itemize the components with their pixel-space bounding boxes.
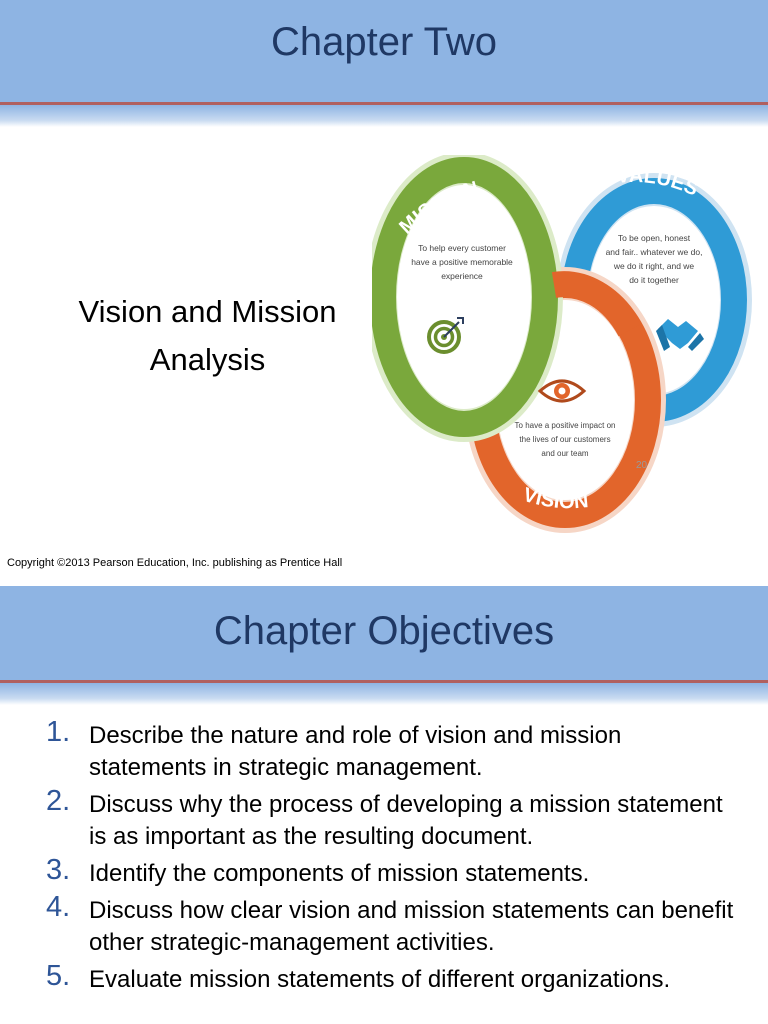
list-item-text: Identify the components of mission state… xyxy=(89,860,590,887)
values-text: To be open, honest and fair.. whatever w… xyxy=(606,233,703,285)
mission-text-line: experience xyxy=(441,271,483,281)
mission-text-line: To help every customer xyxy=(418,243,506,253)
target-icon xyxy=(427,317,464,354)
values-text-line: do it together xyxy=(629,275,679,285)
subtitle-line-1: Vision and Mission xyxy=(78,294,337,329)
handshake-icon xyxy=(656,319,704,351)
values-text-line: To be open, honest xyxy=(618,233,691,243)
title-band: Chapter Two xyxy=(0,0,768,104)
vision-ring-overlap xyxy=(551,271,642,337)
list-item-number: 2. xyxy=(46,785,71,817)
vision-text-line: and our team xyxy=(541,449,588,458)
list-item: 1. Describe the nature and role of visio… xyxy=(0,716,768,784)
list-item-number: 4. xyxy=(46,891,71,923)
title-divider xyxy=(0,680,768,683)
title-divider-shadow xyxy=(0,683,768,705)
slide-title: Chapter Objectives xyxy=(213,608,555,653)
slide-subtitle: Vision and Mission Analysis xyxy=(60,288,355,384)
list-item-text: Evaluate mission statements of different… xyxy=(89,966,671,993)
title-band: Chapter Objectives xyxy=(0,586,768,690)
list-item: 4. Discuss how clear vision and mission … xyxy=(0,891,768,959)
list-item: 2. Discuss why the process of developing… xyxy=(0,785,768,853)
subtitle-line-2: Analysis xyxy=(149,342,266,377)
list-item-number: 3. xyxy=(46,854,71,886)
slide-title: Chapter Two xyxy=(270,19,498,64)
values-text-line: and fair.. whatever we do, xyxy=(606,247,703,257)
list-item: 3. Identify the components of mission st… xyxy=(0,854,768,890)
list-item-number: 5. xyxy=(46,960,71,992)
title-divider-shadow xyxy=(0,105,768,127)
objectives-list: 1. Describe the nature and role of visio… xyxy=(0,716,768,1001)
mission-ring xyxy=(372,155,563,442)
list-item: 5. Evaluate mission statements of differ… xyxy=(0,960,768,996)
mission-text-line: have a positive memorable xyxy=(411,257,513,267)
copyright-notice: Copyright ©2013 Pearson Education, Inc. … xyxy=(7,557,343,569)
list-item-text: Describe the nature and role of vision a… xyxy=(89,722,622,781)
page-mark: 20 xyxy=(636,460,648,471)
vision-text-line: the lives of our customers xyxy=(519,435,610,444)
vision-text-line: To have a positive impact on xyxy=(515,421,616,430)
list-item-number: 1. xyxy=(46,716,71,748)
mission-text: To help every customer have a positive m… xyxy=(411,243,513,281)
values-text-line: we do it right, and we xyxy=(613,261,695,271)
slide-chapter-two: Chapter Two Vision and Mission Analysis xyxy=(0,0,768,569)
list-item-text: Discuss how clear vision and mission sta… xyxy=(89,897,734,956)
title-divider xyxy=(0,102,768,105)
slide-chapter-objectives: Chapter Objectives 1. Describe the natur… xyxy=(0,576,768,1024)
list-item-text: Discuss why the process of developing a … xyxy=(89,791,723,850)
mission-values-vision-diagram: MISSION VALUES VISION To help every cust… xyxy=(372,155,752,533)
vision-text: To have a positive impact on the lives o… xyxy=(515,421,616,458)
eye-icon xyxy=(537,379,587,403)
